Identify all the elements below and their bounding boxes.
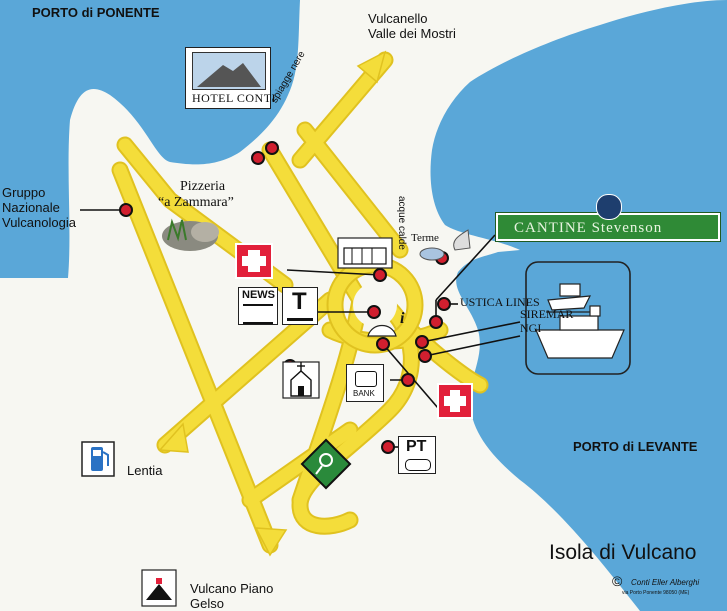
cantine-label: CANTINE Stevenson xyxy=(514,220,663,236)
copyright-symbol: © xyxy=(612,573,623,589)
marker-gruppo xyxy=(119,203,133,217)
news-icon: NEWS xyxy=(242,289,275,301)
news-box[interactable]: NEWS xyxy=(238,287,278,325)
porto-ponente-label: PORTO di PONENTE xyxy=(32,5,160,20)
pizzeria-label-2: “a Zammara” xyxy=(158,195,234,210)
lentia-label: Lentia xyxy=(127,463,163,478)
hotel-sign[interactable]: HOTEL CONTI xyxy=(185,47,276,109)
porto-levante-label: PORTO di LEVANTE xyxy=(573,439,698,454)
news-paper-lines xyxy=(243,304,273,324)
ustica-label: USTICA LINES xyxy=(460,295,540,309)
vulcanello-label: Vulcanello xyxy=(368,11,428,26)
hotel-name: HOTEL CONTI xyxy=(192,91,277,105)
ngi-label: NGI xyxy=(520,321,542,335)
marker-info xyxy=(376,337,390,351)
volcano-icon xyxy=(141,569,177,607)
hotel-sign-icon xyxy=(192,52,266,90)
info-icon xyxy=(367,324,397,337)
church-icon xyxy=(282,361,320,399)
bank-box[interactable]: BANK xyxy=(346,364,384,402)
fuel-pump-icon xyxy=(81,441,115,477)
pizzeria-label-1: Pizzeria xyxy=(180,179,226,194)
post-envelope xyxy=(405,459,431,471)
terme-icon xyxy=(419,229,471,261)
post-office-icon: PT xyxy=(406,438,427,455)
acque-calde-label: acque calde xyxy=(396,196,407,250)
arrow-vulcanello xyxy=(356,50,387,84)
pt-box[interactable]: PT xyxy=(398,436,436,474)
marker-siremar xyxy=(415,335,429,349)
marker-spiagge xyxy=(251,151,265,165)
cigarette-line xyxy=(287,318,313,321)
monument-icon xyxy=(337,237,393,269)
hydrofoil-icon xyxy=(546,283,596,313)
pharmacy-icon xyxy=(235,243,273,279)
gruppo-label-3: Vulcanologia xyxy=(2,215,76,230)
marker-pharmacy xyxy=(373,268,387,282)
vulcano-piano-label-2: Gelso xyxy=(190,596,224,611)
marker-ngi xyxy=(418,349,432,363)
gruppo-label-2: Nazionale xyxy=(2,200,60,215)
marker-ustica xyxy=(437,297,451,311)
marker-hotel xyxy=(265,141,279,155)
island-title: Isola di Vulcano xyxy=(549,541,697,564)
bank-icon xyxy=(355,371,377,387)
arrow-lentia xyxy=(158,422,189,453)
tabacchi-box[interactable]: T xyxy=(282,287,318,325)
credit-address: via Porto Ponente 98050 (ME) xyxy=(622,590,690,596)
credit-label: Conti Eller Alberghi xyxy=(631,578,700,587)
bank-label: BANK xyxy=(353,389,375,398)
port-frame xyxy=(525,261,631,375)
marker-cantine xyxy=(429,315,443,329)
tabacchi-icon: T xyxy=(292,288,307,315)
marker-pt xyxy=(381,440,395,454)
marker-news xyxy=(367,305,381,319)
terme-label: Terme xyxy=(411,232,439,244)
vulcano-piano-label-1: Vulcano Piano xyxy=(190,581,274,596)
marker-bank xyxy=(401,373,415,387)
arrow-piano xyxy=(254,527,288,557)
pizzeria-icon xyxy=(162,218,219,251)
tennis-icon xyxy=(300,438,352,490)
gruppo-label-1: Gruppo xyxy=(2,185,46,200)
first-aid-icon xyxy=(437,383,473,419)
winery-keeper-icon xyxy=(596,194,622,220)
info-label: i xyxy=(400,310,405,327)
ferry-icon xyxy=(535,305,625,359)
siremar-label: SIREMAR xyxy=(520,307,574,321)
valle-mostri-label: Valle dei Mostri xyxy=(368,26,456,41)
